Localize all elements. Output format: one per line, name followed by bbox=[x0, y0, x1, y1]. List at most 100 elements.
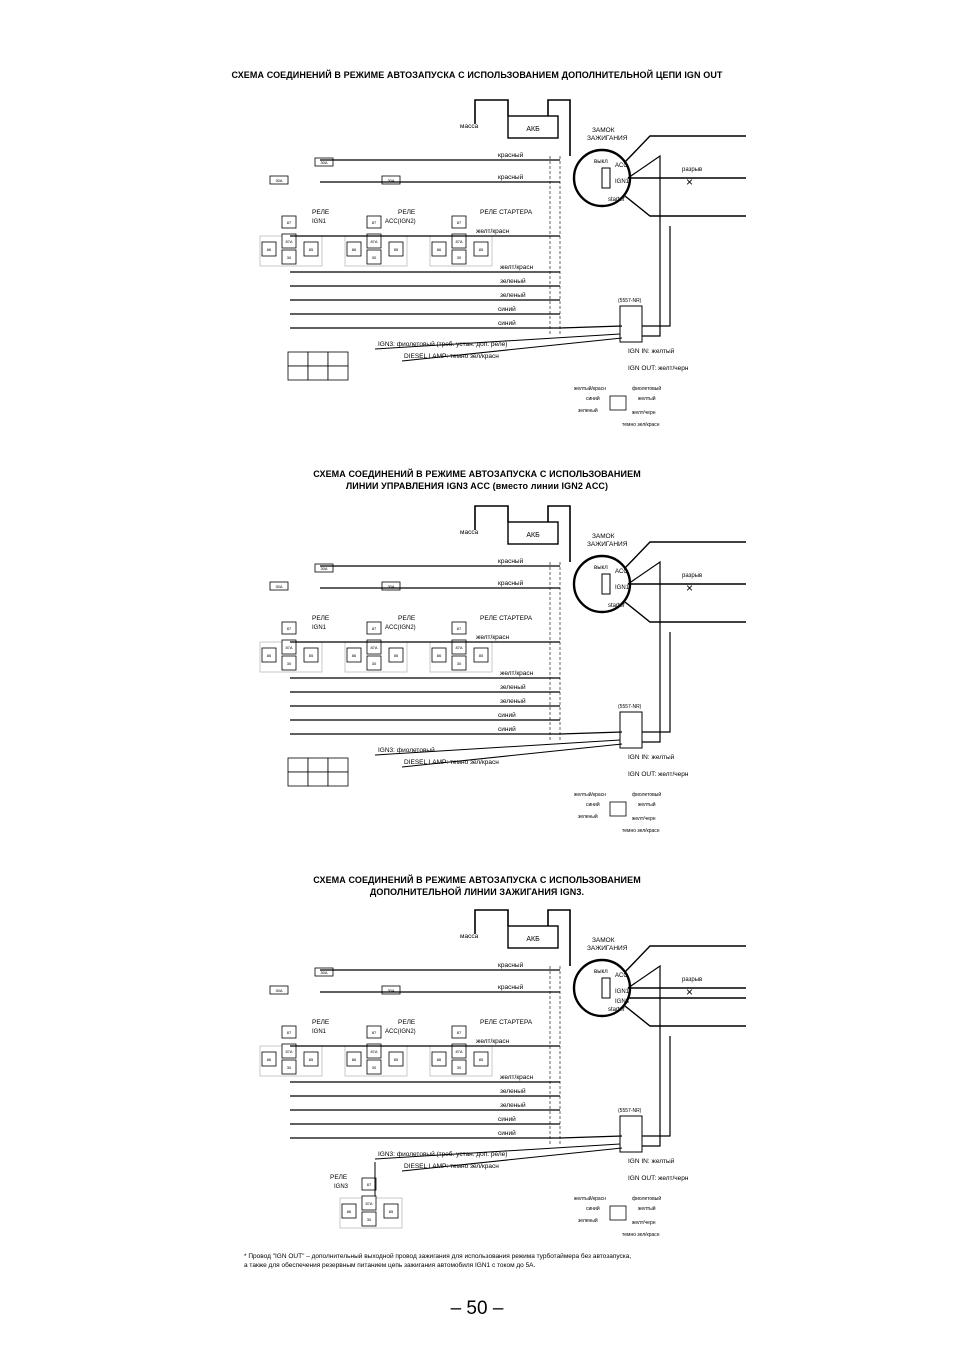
battery-label: АКБ bbox=[526, 532, 540, 539]
pin-label: 86 bbox=[437, 247, 442, 252]
break-cross-icon: × bbox=[686, 581, 693, 595]
pin-label: 85 bbox=[309, 653, 314, 658]
pin-label: 87A bbox=[455, 239, 462, 244]
fuse-icon bbox=[269, 985, 289, 995]
relay-acc-name: ACC(IGN2) bbox=[385, 219, 416, 225]
wire-label-3: желт/красн bbox=[500, 264, 534, 271]
fuse-icon bbox=[314, 563, 334, 573]
page-number: – 50 – bbox=[450, 1298, 504, 1319]
pinout-label-4: желтый bbox=[638, 801, 656, 808]
wire-label-5: зеленый bbox=[500, 291, 526, 299]
pin-label: 30 bbox=[287, 661, 292, 666]
pin-label: 87 bbox=[372, 220, 377, 225]
diesel-lamp-label: DIESEL LAMP: темно зел/красн bbox=[404, 1163, 499, 1170]
pinout-label-1: синий bbox=[586, 1205, 600, 1212]
pin-label: 30 bbox=[457, 255, 462, 260]
pin-label: 87A bbox=[285, 239, 292, 244]
fuse-label: 30A bbox=[275, 584, 282, 589]
lock-label-2: ЗАЖИГАНИЯ bbox=[587, 135, 628, 142]
pinout-label-3: фиолетовый bbox=[632, 1195, 661, 1202]
pin-label: 86 bbox=[437, 1057, 442, 1062]
pin-label: 87 bbox=[287, 220, 292, 225]
fuse-label: 30A bbox=[387, 178, 394, 183]
fuse-label: 30A bbox=[320, 160, 327, 165]
pinout-icon bbox=[609, 395, 627, 411]
wire bbox=[547, 99, 571, 156]
wire-label-7: синий bbox=[498, 725, 516, 733]
connector-5557nr bbox=[619, 711, 643, 749]
wire-label-5: зеленый bbox=[500, 697, 526, 705]
pinout-icon bbox=[609, 801, 627, 817]
wire-label-2: желт/красн bbox=[476, 228, 510, 235]
connector-label: (5557-NR) bbox=[618, 298, 642, 304]
fuse-label: 30A bbox=[387, 584, 394, 589]
battery-box bbox=[507, 925, 559, 949]
wire bbox=[547, 505, 571, 562]
pinout-label-1: синий bbox=[586, 801, 600, 808]
pinout-label-0: желтый/красн bbox=[574, 791, 606, 798]
relay-ign3-title: РЕЛЕ bbox=[330, 1174, 348, 1181]
fuse-label: 30A bbox=[320, 566, 327, 571]
pin-label: 85 bbox=[309, 1057, 314, 1062]
relay-ign3-name: IGN3 bbox=[334, 1184, 349, 1190]
pinout-label-2: зеленый bbox=[578, 1217, 598, 1224]
relay-ign1-title: РЕЛЕ bbox=[312, 209, 330, 216]
wire-label-3: желт/красн bbox=[500, 1074, 534, 1081]
relay-starter-title: РЕЛЕ СТАРТЕРА bbox=[480, 209, 533, 216]
ign3-wire-label: IGN3: фиолетовый (треб. устан. доп. реле… bbox=[378, 340, 507, 348]
fuse-icon bbox=[381, 175, 401, 185]
pin-label: 87A bbox=[455, 645, 462, 650]
pin-label: 87 bbox=[287, 626, 292, 631]
pinout-label-3: фиолетовый bbox=[632, 385, 661, 392]
pin-label: 87 bbox=[457, 1030, 462, 1035]
off-label: выкл bbox=[594, 565, 608, 571]
fuse-icon bbox=[381, 985, 401, 995]
ign-out-label: IGN OUT: желт/черн bbox=[628, 1175, 689, 1182]
wire-label-2: желт/красн bbox=[476, 634, 510, 641]
ground-label: масса bbox=[460, 529, 479, 536]
starter-label: starter bbox=[608, 1007, 625, 1013]
pinout-label-4: желтый bbox=[638, 1205, 656, 1212]
wire bbox=[627, 154, 661, 337]
pin-label: 86 bbox=[267, 247, 272, 252]
wire bbox=[627, 964, 661, 1147]
ground-label: масса bbox=[460, 123, 479, 130]
relay-acc-name: ACC(IGN2) bbox=[385, 1029, 416, 1035]
starter-label: starter bbox=[608, 197, 625, 203]
ign-in-label: IGN IN: желтый bbox=[628, 1157, 675, 1165]
fuse-icon bbox=[269, 175, 289, 185]
starter-label: starter bbox=[608, 603, 625, 609]
pin-label: 30 bbox=[287, 1065, 292, 1070]
pinout-label-0: желтый/красн bbox=[574, 1195, 606, 1202]
ign3-wire-label: IGN3: фиолетовый bbox=[378, 746, 435, 754]
wire-label-7: синий bbox=[498, 319, 516, 327]
fuse-icon bbox=[381, 581, 401, 591]
wire-label-1: красный bbox=[498, 983, 524, 991]
pinout-label-5: желт/черн bbox=[632, 816, 656, 822]
wire-label-6: синий bbox=[498, 1115, 516, 1123]
fuse-icon bbox=[314, 967, 334, 977]
off-label: выкл bbox=[594, 969, 608, 975]
pinout-label-6: темно зел/красн bbox=[622, 828, 660, 834]
ign1-label: IGN1 bbox=[615, 585, 630, 591]
connector-label: (5557-NR) bbox=[618, 704, 642, 710]
wire-label-5: зеленый bbox=[500, 1101, 526, 1109]
wire bbox=[624, 195, 746, 217]
pin-label: 87 bbox=[372, 1030, 377, 1035]
pin-label: 30 bbox=[372, 661, 377, 666]
wire bbox=[374, 333, 621, 350]
pin-label: 86 bbox=[267, 653, 272, 658]
battery-label: АКБ bbox=[526, 936, 540, 943]
battery-label: АКБ bbox=[526, 126, 540, 133]
pin-label: 87 bbox=[457, 220, 462, 225]
pinout-label-2: зеленый bbox=[578, 407, 598, 414]
wire bbox=[401, 1147, 623, 1172]
pinout-label-0: желтый/красн bbox=[574, 385, 606, 392]
